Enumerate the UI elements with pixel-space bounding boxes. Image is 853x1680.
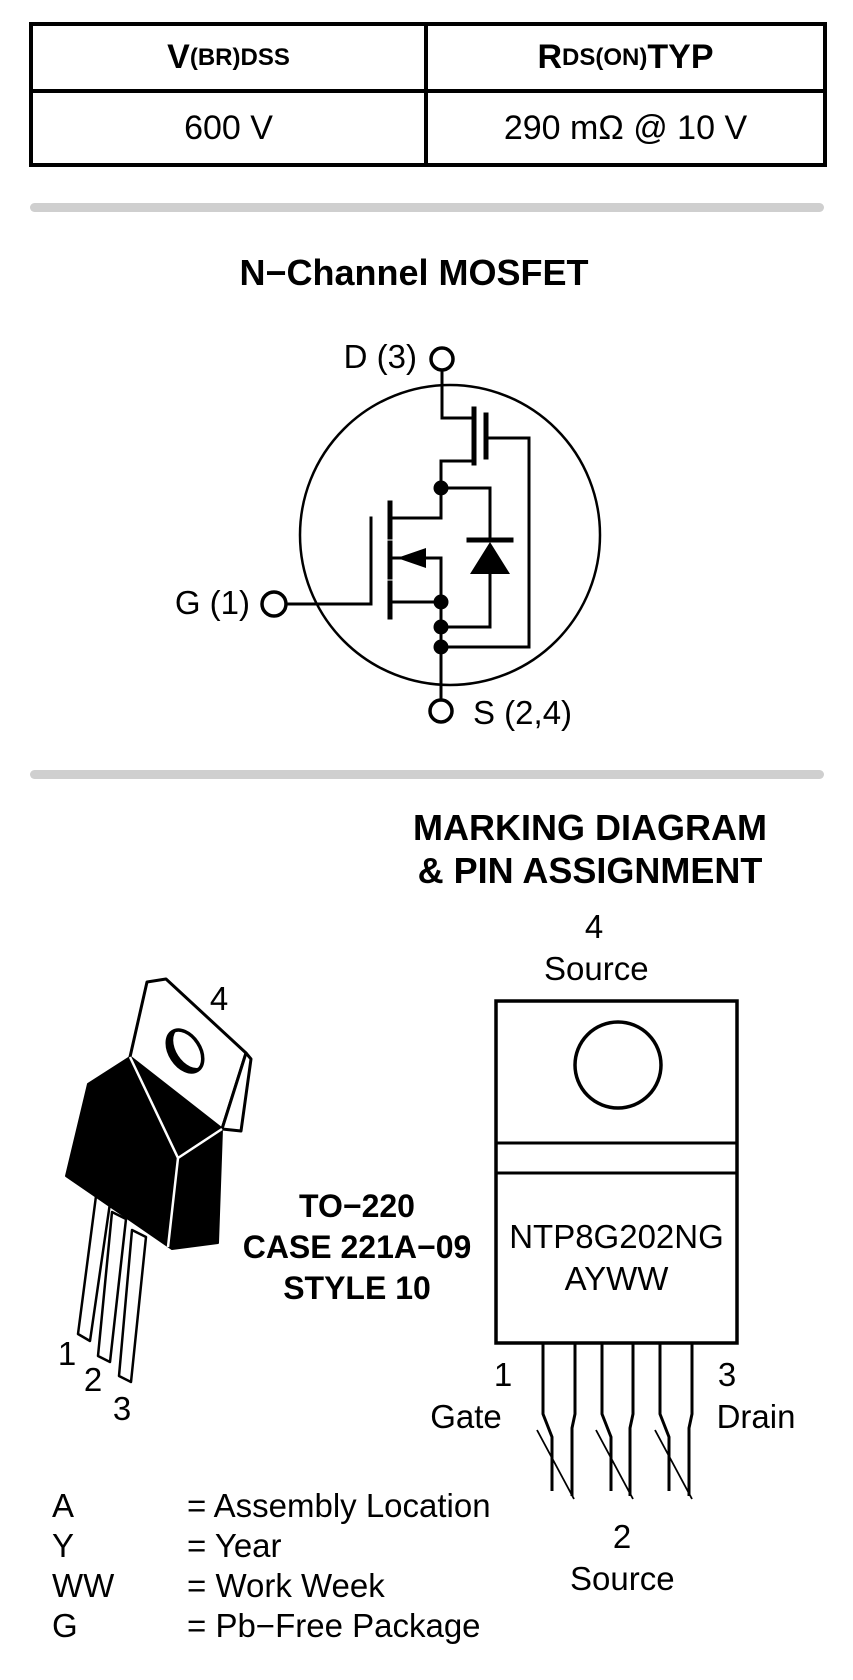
package-3d-lead1-number: 1 bbox=[57, 1335, 77, 1372]
spec-value-vbrdss: 600 V bbox=[33, 93, 428, 163]
diode-cathode-wire bbox=[439, 486, 492, 542]
diode-triangle bbox=[470, 542, 510, 574]
mosfet-drain-tap bbox=[390, 486, 443, 520]
legend-symbol: Y bbox=[52, 1527, 75, 1564]
diode-anode-wire bbox=[439, 572, 492, 629]
legend-symbol: WW bbox=[52, 1567, 115, 1604]
front-left-pin-number: 1 bbox=[493, 1356, 513, 1393]
mosfet-schematic bbox=[260, 346, 602, 724]
front-bottom-pin-number: 2 bbox=[612, 1518, 632, 1555]
package-3d-tab-pin-number: 4 bbox=[209, 980, 229, 1017]
case-info-line2: CASE 221A−09 bbox=[242, 1229, 472, 1265]
junction-dot bbox=[433, 619, 449, 635]
marking-title-line2: & PIN ASSIGNMENT bbox=[417, 850, 763, 891]
front-left-pin-name: Gate bbox=[430, 1398, 502, 1435]
spec-header-vbrdss: V(BR)DSS bbox=[33, 26, 428, 93]
front-pin-1-break bbox=[536, 1429, 575, 1500]
device-marking-line2: AYWW bbox=[564, 1260, 669, 1297]
drain-terminal-label: D (3) bbox=[343, 338, 417, 375]
marking-legend: A = Assembly Location Y = Year WW = Work… bbox=[52, 1486, 572, 1646]
tab-hole-outline bbox=[165, 1028, 205, 1074]
junction-dot bbox=[433, 480, 449, 496]
front-pin-2 bbox=[600, 1343, 635, 1496]
spec-header-rdson-main: R bbox=[537, 38, 563, 76]
package-body-seams bbox=[128, 1056, 223, 1248]
legend-symbol: A bbox=[52, 1487, 75, 1524]
drain-wire bbox=[440, 368, 473, 420]
spec-value-rdson: 290 mΩ @ 10 V bbox=[503, 108, 748, 147]
front-pin-1 bbox=[541, 1343, 577, 1496]
spec-header-rdson-sub: DS(ON) bbox=[562, 43, 648, 71]
legend-meaning: = Pb−Free Package bbox=[187, 1607, 481, 1644]
case-info-line3: STYLE 10 bbox=[283, 1270, 431, 1306]
schematic-enclosure-circle bbox=[298, 383, 602, 687]
legend-meaning: = Work Week bbox=[187, 1567, 385, 1604]
case-info: TO−220 CASE 221A−09 STYLE 10 bbox=[227, 1186, 487, 1309]
lead-3 bbox=[117, 1228, 148, 1384]
schematic-title: N−Channel MOSFET bbox=[239, 252, 589, 293]
hemt-gate-return-wire bbox=[446, 436, 531, 649]
spec-header-rdson-suffix: TYP bbox=[647, 38, 714, 76]
marking-title-line1: MARKING DIAGRAM bbox=[413, 807, 767, 848]
front-pin-3-break bbox=[654, 1429, 693, 1500]
front-bottom-pin-name: Source bbox=[570, 1560, 675, 1597]
front-pin-2-break bbox=[595, 1429, 634, 1500]
front-pin-3 bbox=[658, 1343, 694, 1496]
source-terminal-circle bbox=[428, 698, 454, 724]
legend-symbol: G bbox=[52, 1607, 78, 1644]
drain-terminal-circle bbox=[429, 346, 455, 372]
gate-terminal-label: G (1) bbox=[174, 584, 250, 621]
device-marking-line1: NTP8G202NG bbox=[509, 1218, 724, 1255]
package-front-drawing bbox=[494, 999, 739, 1500]
section-divider-top bbox=[30, 203, 824, 212]
tab-hole-highlight bbox=[173, 1028, 207, 1068]
front-mounting-hole bbox=[573, 1020, 663, 1110]
spec-header-vbrdss-sub: (BR)DSS bbox=[189, 43, 290, 71]
package-3d-drawing bbox=[65, 977, 253, 1384]
spec-header-vbrdss-main: V bbox=[167, 38, 190, 76]
tab-side-face bbox=[220, 1051, 253, 1133]
device-marking: NTP8G202NG AYWW bbox=[496, 1216, 737, 1300]
junction-dot bbox=[433, 639, 449, 655]
front-tab-lines bbox=[496, 1141, 737, 1175]
lead-2 bbox=[96, 1210, 128, 1364]
section-divider-middle bbox=[30, 770, 824, 779]
front-right-pin-name: Drain bbox=[716, 1398, 796, 1435]
legend-row-pbfree: G = Pb−Free Package bbox=[52, 1606, 572, 1646]
legend-meaning: = Year bbox=[187, 1527, 282, 1564]
front-right-pin-number: 3 bbox=[717, 1356, 737, 1393]
legend-row-workweek: WW = Work Week bbox=[52, 1566, 572, 1606]
case-info-line1: TO−220 bbox=[299, 1188, 415, 1224]
gate-terminal-circle bbox=[260, 590, 288, 618]
package-3d-lead2-number: 2 bbox=[83, 1361, 103, 1398]
hemt-source-wire bbox=[439, 459, 474, 490]
source-terminal-label: S (2,4) bbox=[473, 694, 573, 731]
legend-row-assembly: A = Assembly Location bbox=[52, 1486, 572, 1526]
front-top-pin-number: 4 bbox=[584, 908, 604, 945]
marking-title: MARKING DIAGRAM & PIN ASSIGNMENT bbox=[290, 806, 853, 892]
legend-meaning: = Assembly Location bbox=[187, 1487, 491, 1524]
junction-dot bbox=[433, 594, 449, 610]
package-3d-lead3-number: 3 bbox=[112, 1390, 132, 1427]
body-arrow bbox=[397, 548, 426, 568]
legend-row-year: Y = Year bbox=[52, 1526, 572, 1566]
front-top-pin-name: Source bbox=[544, 950, 649, 987]
